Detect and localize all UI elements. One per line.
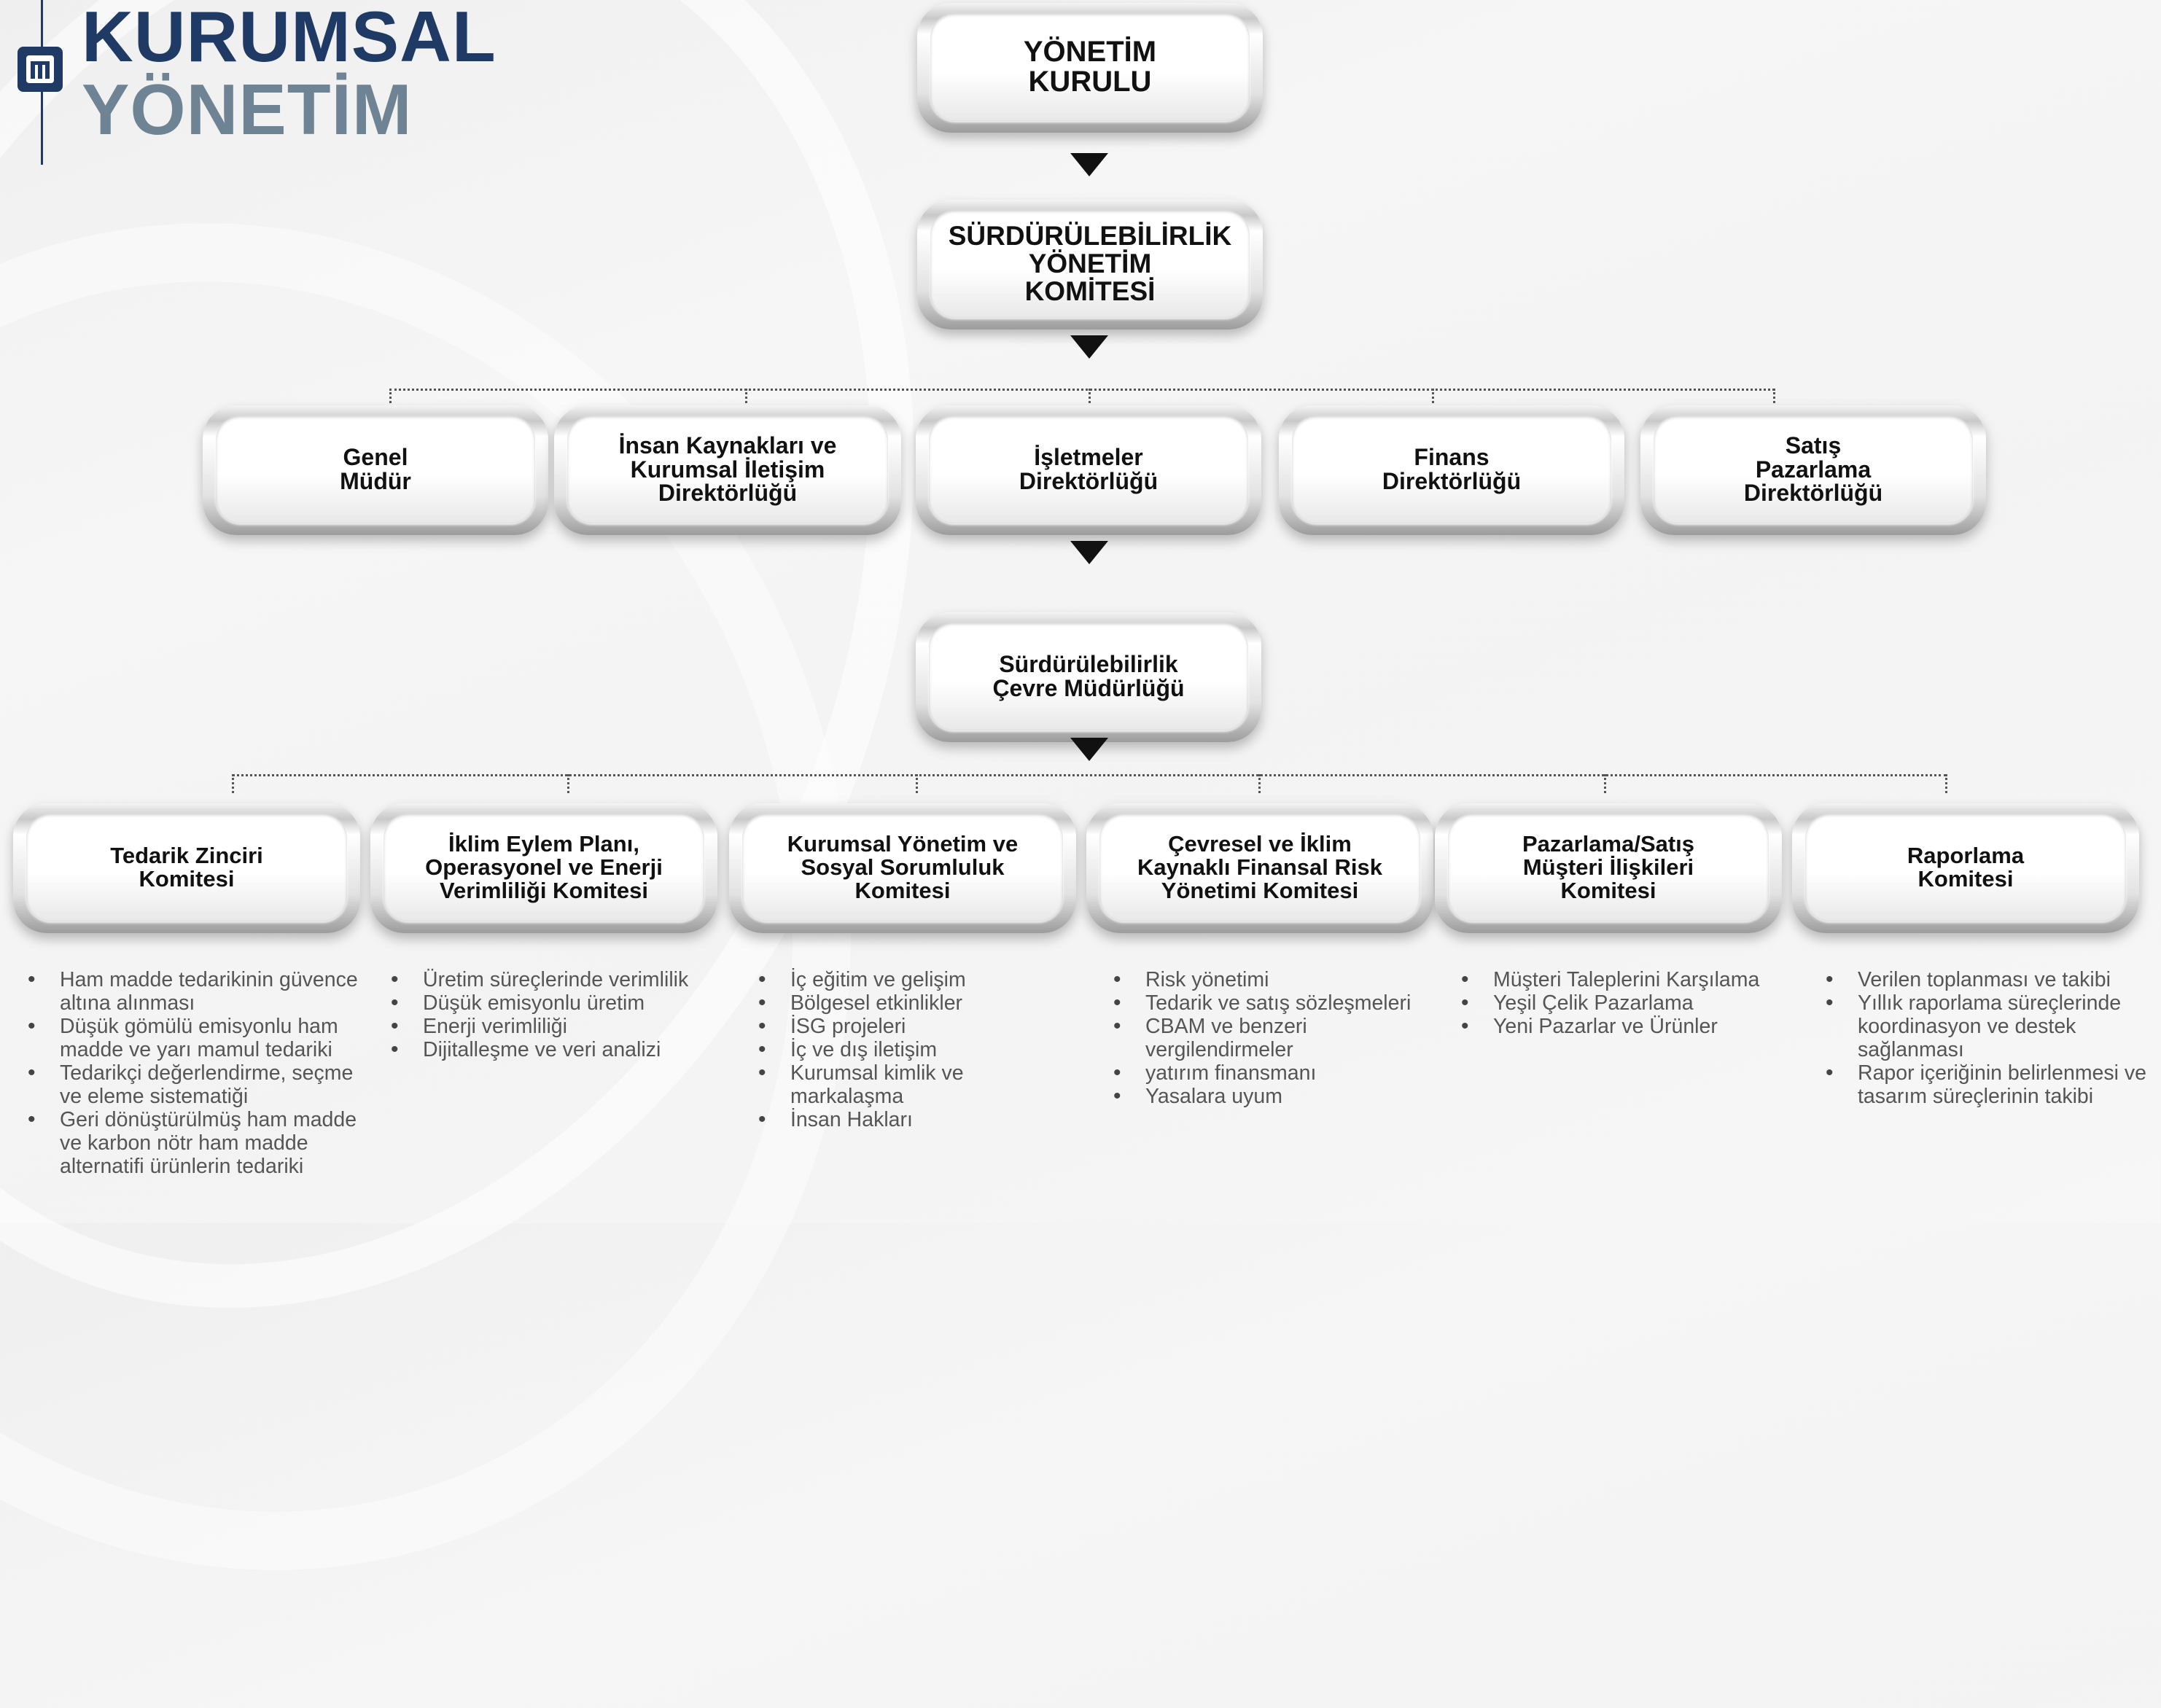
connector-committees (232, 774, 1947, 776)
list-item: Düşük emisyonlu üretim (391, 991, 744, 1015)
list-item: Yasalara uyum (1113, 1085, 1444, 1108)
company-logo-icon (17, 47, 63, 92)
connector-directorates (389, 389, 1775, 391)
node-surdurulebilirlik-komitesi: SÜRDÜRÜLEBİLİRLİK YÖNETİM KOMİTESİ (917, 200, 1263, 329)
node-label: Finans Direktörlüğü (1382, 444, 1522, 494)
list-item: Yıllık raporlama süreçlerinde koordinasy… (1826, 991, 2161, 1061)
connector-tick (916, 774, 918, 793)
arrow-down-4 (1070, 738, 1108, 761)
node-label: İklim Eylem Planı, Operasyonel ve Enerji… (425, 831, 663, 903)
node-label: Genel Müdür (340, 444, 411, 494)
node-genel-mudur: Genel Müdür (203, 405, 548, 535)
list-item: Bölgesel etkinlikler (758, 991, 1009, 1015)
node-label: YÖNETİM KURULU (1023, 35, 1157, 98)
brand-title-line1: KURUMSAL (82, 0, 497, 77)
list-iklim-eylem: Üretim süreçlerinde verimlilik Düşük emi… (391, 968, 744, 1061)
list-item: Üretim süreçlerinde verimlilik (391, 968, 744, 991)
connector-tick (1773, 389, 1775, 407)
connector-tick (1432, 389, 1434, 407)
connector-tick (1258, 774, 1261, 793)
list-item: Yeşil Çelik Pazarlama (1461, 991, 1814, 1015)
list-item: Müşteri Taleplerini Karşılama (1461, 968, 1814, 991)
node-label: İşletmeler Direktörlüğü (1019, 444, 1159, 494)
node-finansal-risk-komitesi: Çevresel ve İklim Kaynaklı Finansal Risk… (1086, 803, 1433, 933)
list-item: İç eğitim ve gelişim (758, 968, 1009, 991)
list-item: Dijitalleşme ve veri analizi (391, 1038, 744, 1061)
node-iklim-eylem-komitesi: İklim Eylem Planı, Operasyonel ve Enerji… (370, 803, 717, 933)
node-isletmeler: İşletmeler Direktörlüğü (916, 405, 1261, 535)
list-item: Kurumsal kimlik ve markalaşma (758, 1061, 1009, 1108)
connector-tick (1945, 774, 1947, 793)
arrow-down-1 (1070, 153, 1108, 176)
list-tedarik-zinciri: Ham madde tedarikinin güvence altına alı… (28, 968, 359, 1178)
node-satis-pazarlama: Satış Pazarlama Direktörlüğü (1640, 405, 1986, 535)
node-cevre-mudurlugu: Sürdürülebilirlik Çevre Müdürlüğü (916, 612, 1261, 742)
node-label: İnsan Kaynakları ve Kurumsal İletişim Di… (618, 432, 837, 507)
arrow-down-3 (1070, 541, 1108, 564)
connector-tick (1089, 389, 1091, 407)
node-label: Tedarik Zinciri Komitesi (110, 843, 263, 892)
list-item: Geri dönüştürülmüş ham madde ve karbon n… (28, 1108, 359, 1178)
node-raporlama-komitesi: Raporlama Komitesi (1792, 803, 2139, 933)
node-pazarlama-satis-komitesi: Pazarlama/Satış Müşteri İlişkileri Komit… (1435, 803, 1782, 933)
node-tedarik-zinciri-komitesi: Tedarik Zinciri Komitesi (13, 803, 360, 933)
list-raporlama: Verilen toplanması ve takibi Yıllık rapo… (1826, 968, 2161, 1108)
list-finansal-risk: Risk yönetimi Tedarik ve satış sözleşmel… (1113, 968, 1444, 1108)
node-finans: Finans Direktörlüğü (1279, 405, 1624, 535)
list-pazarlama-satis: Müşteri Taleplerini Karşılama Yeşil Çeli… (1461, 968, 1814, 1038)
node-label: Kurumsal Yönetim ve Sosyal Sorumluluk Ko… (787, 831, 1019, 903)
list-item: İnsan Hakları (758, 1108, 1009, 1131)
list-item: Ham madde tedarikinin güvence altına alı… (28, 968, 359, 1015)
connector-tick (232, 774, 234, 793)
list-item: Risk yönetimi (1113, 968, 1444, 991)
node-insan-kaynaklari: İnsan Kaynakları ve Kurumsal İletişim Di… (554, 405, 901, 535)
node-yonetim-kurulu: YÖNETİM KURULU (917, 3, 1263, 133)
list-item: İç ve dış iletişim (758, 1038, 1009, 1061)
list-item: Düşük gömülü emisyonlu ham madde ve yarı… (28, 1015, 359, 1061)
connector-tick (389, 389, 392, 407)
node-label: Raporlama Komitesi (1907, 843, 2025, 892)
connector-tick (567, 774, 569, 793)
list-item: CBAM ve benzeri vergilendirmeler (1113, 1015, 1444, 1061)
node-label: Çevresel ve İklim Kaynaklı Finansal Risk… (1137, 831, 1382, 903)
node-label: Sürdürülebilirlik Çevre Müdürlüğü (992, 651, 1185, 701)
list-item: Tedarik ve satış sözleşmeleri (1113, 991, 1444, 1015)
node-label: Satış Pazarlama Direktörlüğü (1743, 432, 1883, 507)
list-item: Enerji verimliliği (391, 1015, 744, 1038)
node-label: Pazarlama/Satış Müşteri İlişkileri Komit… (1522, 831, 1695, 903)
connector-tick (745, 389, 747, 407)
node-kurumsal-yonetim-komitesi: Kurumsal Yönetim ve Sosyal Sorumluluk Ko… (729, 803, 1076, 933)
connector-tick (1604, 774, 1606, 793)
list-item: Yeni Pazarlar ve Ürünler (1461, 1015, 1814, 1038)
list-item: İSG projeleri (758, 1015, 1009, 1038)
list-item: Tedarikçi değerlendirme, seçme ve eleme … (28, 1061, 359, 1108)
list-item: Verilen toplanması ve takibi (1826, 968, 2161, 991)
list-kurumsal-yonetim: İç eğitim ve gelişim Bölgesel etkinlikle… (758, 968, 1009, 1131)
brand-title-line2: YÖNETİM (82, 69, 413, 149)
list-item: Rapor içeriğinin belirlenmesi ve tasarım… (1826, 1061, 2161, 1108)
arrow-down-2 (1070, 335, 1108, 359)
list-item: yatırım finansmanı (1113, 1061, 1444, 1085)
node-label: SÜRDÜRÜLEBİLİRLİK YÖNETİM KOMİTESİ (948, 220, 1232, 307)
